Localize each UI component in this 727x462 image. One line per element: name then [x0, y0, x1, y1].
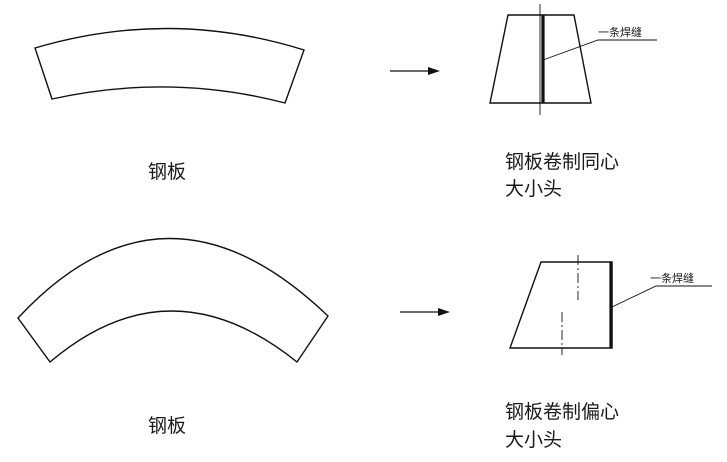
top-result-label-line2: 大小头	[505, 178, 562, 200]
top-result-label-line1: 钢板卷制同心	[505, 151, 619, 173]
bottom-steel-plate-shape	[17, 237, 329, 364]
top-weld-label: 一条焊缝	[598, 25, 642, 39]
eccentric-section: 钢板 一条焊缝 钢板卷制偏心 大小头	[17, 237, 712, 451]
concentric-reducer-drawing	[489, 4, 657, 115]
top-arrow	[390, 67, 440, 75]
bottom-result-label-line2: 大小头	[505, 429, 562, 451]
bottom-result-label-line1: 钢板卷制偏心	[505, 401, 619, 423]
bottom-weld-label: 一条焊缝	[650, 271, 694, 285]
bottom-plate-label: 钢板	[148, 415, 186, 437]
bottom-arrow	[400, 308, 450, 316]
eccentric-reducer-drawing	[509, 255, 712, 355]
top-plate-label: 钢板	[148, 161, 186, 183]
top-steel-plate-shape	[34, 27, 305, 104]
concentric-section: 钢板 一条焊缝 钢板卷制同心 大小头	[34, 4, 657, 200]
